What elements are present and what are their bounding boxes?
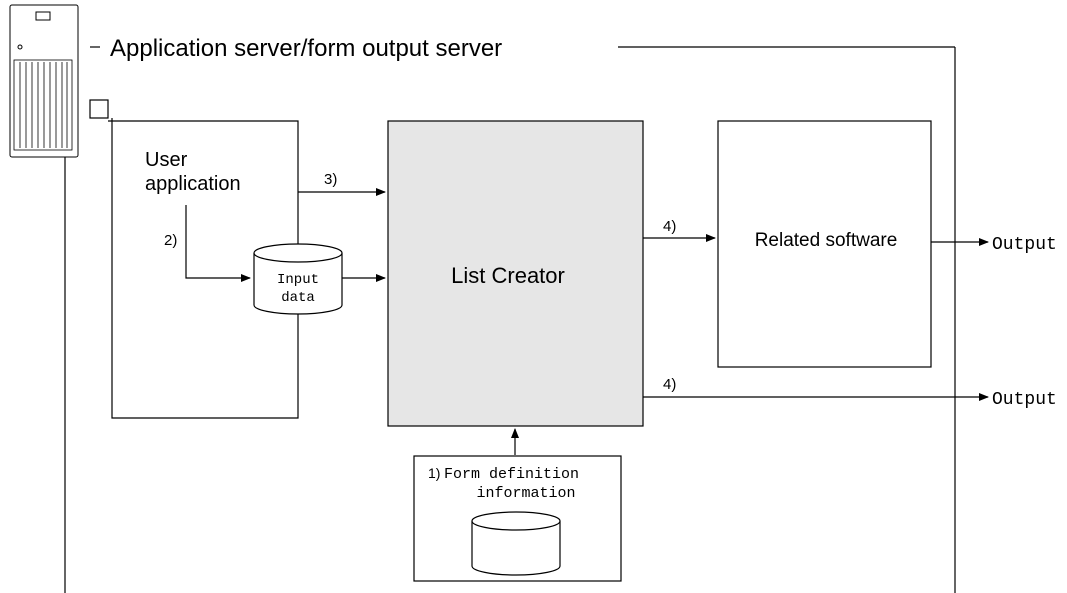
- step-4-upper-label: 4): [663, 218, 676, 235]
- output-upper-label: Output: [992, 235, 1057, 255]
- server-tower-icon: [9, 4, 79, 158]
- step-4-lower-label: 4): [663, 376, 676, 393]
- form-definition-label-1: Form definition: [444, 466, 579, 483]
- list-creator-box: [387, 120, 644, 427]
- step-3-label: 3): [324, 171, 337, 188]
- user-application-label-2: application: [145, 173, 241, 195]
- list-creator-label: List Creator: [451, 263, 565, 288]
- input-data-label-2: data: [281, 290, 315, 306]
- form-definition-number: 1): [428, 465, 440, 481]
- step-2-arrow: [185, 205, 251, 282]
- step-2-label: 2): [164, 232, 177, 249]
- form-definition-label-2: information: [476, 485, 575, 502]
- form-definition-database-icon: [471, 511, 561, 576]
- input-data-cylinder-icon: [253, 243, 343, 315]
- server-title: Application server/form output server: [110, 35, 502, 62]
- server-boundary: [64, 46, 956, 593]
- related-software-box: [717, 120, 932, 368]
- output-lower-label: Output: [992, 390, 1057, 410]
- user-application-box: [89, 99, 299, 419]
- input-data-label-1: Input: [277, 272, 319, 288]
- related-software-label: Related software: [755, 230, 898, 251]
- user-application-label-1: User: [145, 149, 188, 171]
